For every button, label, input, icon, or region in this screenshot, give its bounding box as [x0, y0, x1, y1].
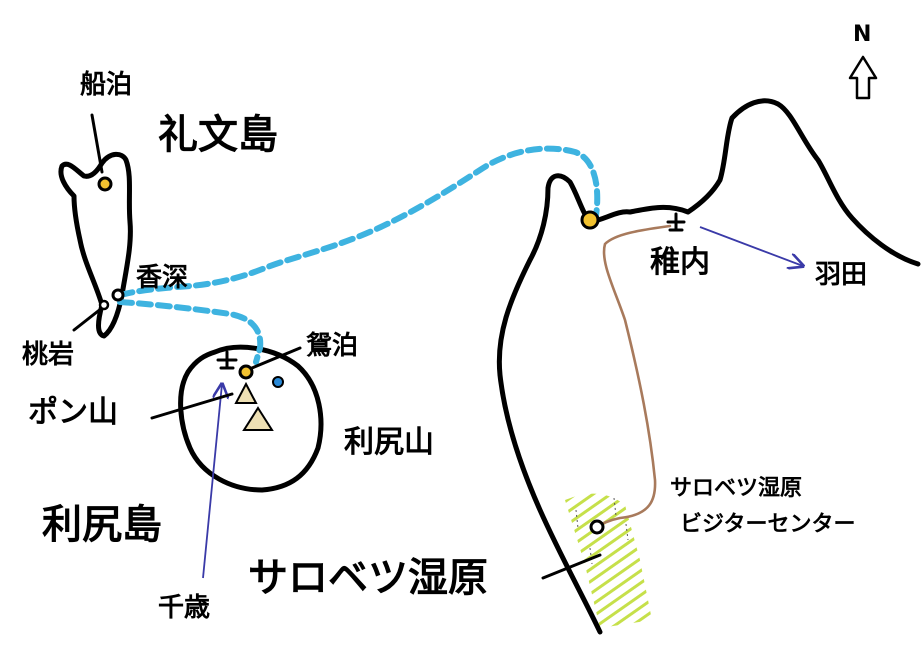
- pon-yama-label: ポン山: [28, 395, 118, 430]
- flight-arrow-haneda: [699, 226, 803, 266]
- rishiri-yama-label: 利尻山: [344, 425, 434, 460]
- airport-icon-rishiri: [216, 350, 238, 370]
- pond-icon: [272, 376, 284, 388]
- north-arrow-icon: [848, 55, 878, 100]
- rishiri-island-coast: [178, 344, 324, 493]
- rebun-island-coast: [58, 151, 133, 339]
- rishiri-island-label: 利尻島: [42, 502, 162, 548]
- leader-funadomari: [90, 113, 104, 174]
- leader-lines: [72, 113, 602, 580]
- sarobetsu-label: サロベツ湿原: [248, 555, 488, 601]
- port-icon-wakkanai: [580, 210, 600, 230]
- chitose-label: 千歳: [158, 593, 211, 623]
- north-label: N: [853, 22, 872, 47]
- flight-arrow-chitose: [202, 384, 222, 579]
- port-icon-kafuka: [111, 288, 125, 302]
- leader-oshidomari: [250, 346, 302, 370]
- ferry-route-rishiri: [117, 299, 264, 365]
- leader-momoiwa: [72, 306, 104, 332]
- visitor-center-icon: [589, 519, 605, 535]
- haneda-label: 羽田: [815, 260, 868, 290]
- rebun-island-label: 礼文島: [158, 112, 278, 158]
- leader-sarobetsu: [541, 553, 602, 580]
- mountain-icon-pon: [234, 381, 258, 404]
- visitor-center-label-line1: サロベツ湿原: [670, 476, 803, 501]
- momoiwa-label: 桃岩: [22, 340, 75, 370]
- wetland-hatch: [565, 493, 652, 628]
- ferry-route: [115, 145, 601, 299]
- port-icon-momoiwa: [98, 299, 110, 311]
- leader-pon-yama: [150, 392, 234, 420]
- kafuka-label: 香深: [136, 263, 189, 293]
- port-icon-oshidomari: [238, 364, 254, 380]
- wetland-reeds: [575, 497, 629, 565]
- visitor-center-label-line2: ビジターセンター: [680, 512, 856, 537]
- port-icon-funadomari: [97, 176, 113, 192]
- wakkanai-label: 稚内: [650, 245, 710, 280]
- mountain-icon-rishiri: [242, 406, 274, 431]
- airport-icon-wakkanai: [666, 212, 686, 232]
- oshidomari-label: 鴛泊: [306, 331, 359, 361]
- funadomari-label: 船泊: [80, 70, 133, 100]
- road-to-sarobetsu: [594, 224, 672, 530]
- mainland-coast: [496, 98, 921, 635]
